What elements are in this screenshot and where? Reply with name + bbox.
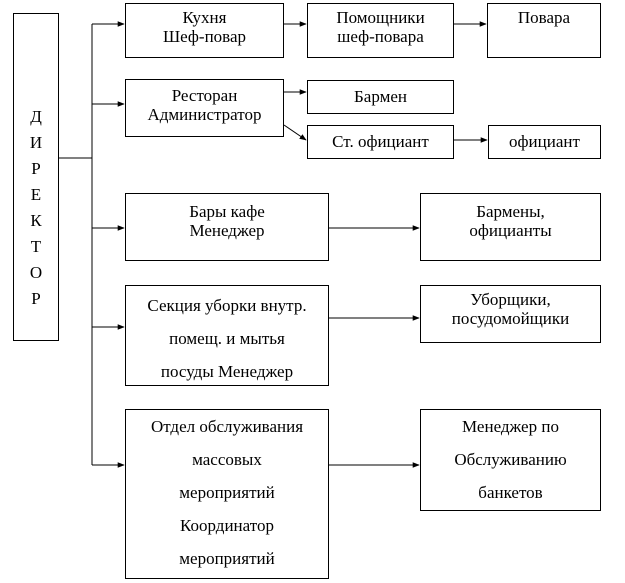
director-box: Д И Р Е К Т О Р [13, 13, 59, 341]
waiter-box: официант [488, 125, 601, 159]
box-text-line: Кухня [182, 8, 227, 27]
box-text-line: посуды Менеджер [160, 362, 294, 381]
director-letter: О [29, 263, 43, 282]
bars-cafe-manager-box: Бары кафе Менеджер [125, 193, 329, 261]
director-letter: Р [31, 289, 41, 308]
box-text-line: Повара [517, 8, 571, 27]
box-text-line: Координатор [180, 516, 274, 535]
box-text-line: Ст. официант [332, 132, 429, 151]
box-text-line: Бармены, [476, 202, 545, 221]
barman-box: Бармен [307, 80, 454, 114]
box-text-line: массовых [192, 450, 262, 469]
director-letter: Е [30, 185, 42, 204]
banquet-manager-box: Менеджер по Обслуживанию банкетов [420, 409, 601, 511]
director-letter: Р [31, 159, 41, 178]
kitchen-head-chef-box: Кухня Шеф-повар [125, 3, 284, 58]
box-text-line: Отдел обслуживания [150, 417, 304, 436]
box-text-line: Менеджер по [462, 417, 559, 436]
box-text-line: Секция уборки внутр. [147, 296, 307, 315]
box-text-line: официант [509, 132, 580, 151]
box-text-line: Ресторан [171, 86, 238, 105]
cleaners-dishwashers-box: Уборщики, посудомойщики [420, 285, 601, 343]
box-text-line: Обслуживанию [454, 450, 567, 469]
cooks-box: Повара [487, 3, 601, 58]
restaurant-administrator-box: Ресторан Администратор [125, 79, 284, 137]
director-letter: Д [30, 107, 42, 126]
director-letter: Т [30, 237, 42, 256]
events-coordinator-box: Отдел обслуживания массовых мероприятий … [125, 409, 329, 579]
box-text-line: шеф-повара [337, 27, 424, 46]
box-text-line: Администратор [147, 105, 262, 124]
box-text-line: официанты [469, 221, 552, 240]
barmen-waiters-box: Бармены, официанты [420, 193, 601, 261]
cleaning-section-manager-box: Секция уборки внутр. помещ. и мытья посу… [125, 285, 329, 386]
box-text-line: Бары кафе [189, 202, 265, 221]
box-text-line: мероприятий [179, 549, 275, 568]
box-text-line: посудомойщики [451, 309, 570, 328]
box-text-line: Уборщики, [470, 290, 551, 309]
box-text-line: мероприятий [179, 483, 275, 502]
box-text-line: помещ. и мытья [169, 329, 285, 348]
restaurant-to-senior-waiter-arrow [283, 124, 307, 141]
director-letter: И [29, 133, 43, 152]
box-text-line: Бармен [354, 87, 407, 106]
box-text-line: банкетов [478, 483, 543, 502]
box-text-line: Менеджер [189, 221, 265, 240]
box-text-line: Помощники [336, 8, 425, 27]
box-text-line: Шеф-повар [162, 27, 247, 46]
director-letter: К [30, 211, 42, 230]
senior-waiter-box: Ст. официант [307, 125, 454, 159]
chef-assistants-box: Помощники шеф-повара [307, 3, 454, 58]
